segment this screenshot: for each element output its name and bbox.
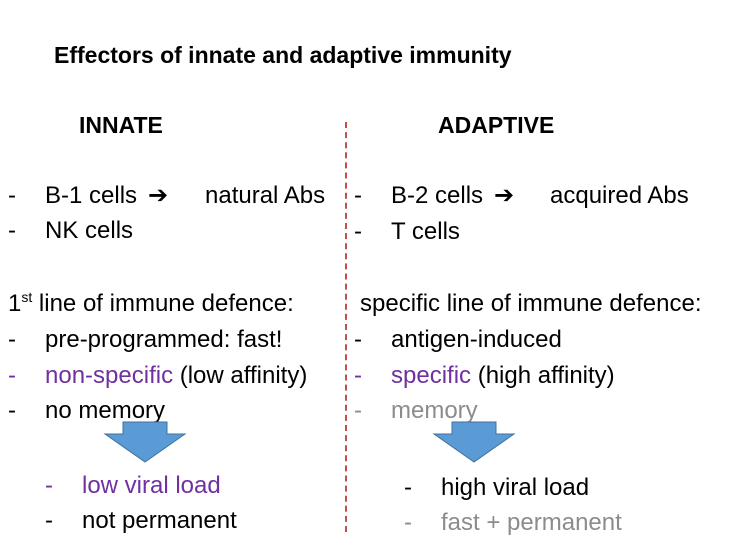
right-arrow-icon: ➔ <box>148 182 169 209</box>
innate-cell-nk: - NK cells <box>8 217 134 244</box>
adaptive-outcome-high-load: - high viral load <box>404 474 590 501</box>
adaptive-outcome-fast-permanent: - fast + permanent <box>404 509 622 536</box>
column-divider <box>345 122 347 532</box>
innate-heading: INNATE <box>79 112 163 138</box>
innate-outcome-not-permanent: - not permanent <box>45 507 237 534</box>
adaptive-prop-antigen: - antigen-induced <box>354 326 562 353</box>
adaptive-down-arrow-icon <box>432 421 516 463</box>
innate-prop-fast: - pre-programmed: fast! <box>8 326 283 353</box>
innate-outcome-low-load: - low viral load <box>45 472 221 499</box>
right-arrow-icon: ➔ <box>494 182 515 209</box>
adaptive-cell-b2: - B-2 cells ➔ acquired Abs <box>354 182 689 209</box>
innate-cell-b1: - B-1 cells ➔ natural Abs <box>8 182 326 209</box>
adaptive-cell-t: - T cells <box>354 218 460 245</box>
innate-prop-memory: - no memory <box>8 397 166 424</box>
adaptive-prop-memory: - memory <box>354 397 478 424</box>
adaptive-heading: ADAPTIVE <box>438 112 555 138</box>
adaptive-prop-specific: - specific (high affinity) <box>354 362 615 389</box>
adaptive-defence-line: specific line of immune defence: <box>360 290 702 317</box>
innate-prop-nonspecific: - non-specific (low affinity) <box>8 362 308 389</box>
page-title: Effectors of innate and adaptive immunit… <box>54 42 512 68</box>
innate-down-arrow-icon <box>103 421 187 463</box>
innate-defence-line: 1st line of immune defence: <box>8 289 294 317</box>
